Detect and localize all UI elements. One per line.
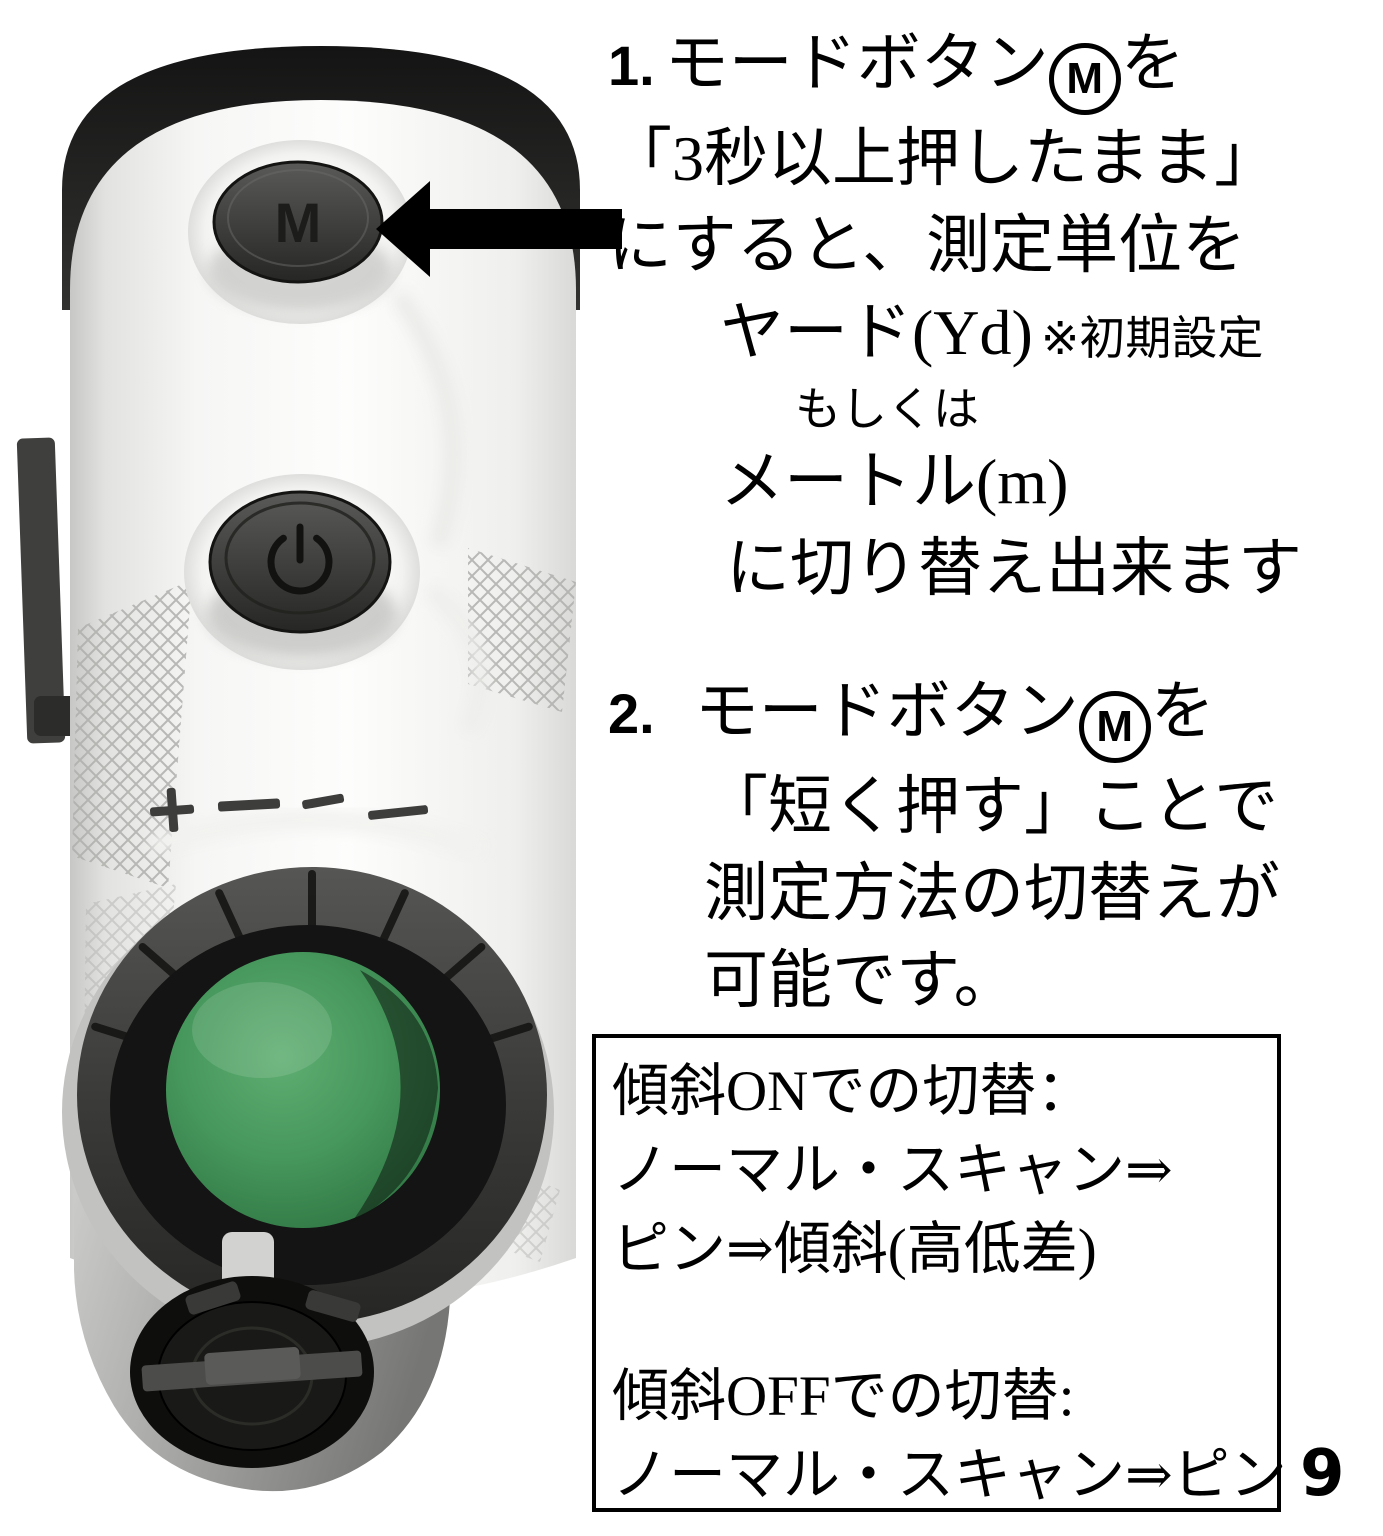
step-1-line-2: 「3秒以上押したまま」 <box>608 123 1279 194</box>
mode-button: M <box>188 140 412 324</box>
step-2-line-4: 可能です。 <box>704 945 1018 1016</box>
body-creases <box>147 290 488 859</box>
slope-off-title: 傾斜OFFでの切替: <box>612 1365 1075 1428</box>
default-setting-note: ※初期設定 <box>1040 313 1264 364</box>
laser-aperture <box>130 1276 374 1468</box>
step-2-text: を <box>1150 676 1215 747</box>
step-1-text: を <box>1120 28 1185 99</box>
brand-marks <box>149 787 429 833</box>
slope-on-title: 傾斜ONでの切替： <box>612 1060 1094 1123</box>
objective-lens <box>62 867 554 1348</box>
step-1-text: モードボタン <box>664 28 1049 99</box>
step-1-line-3: にすると、測定単位を <box>608 210 1247 281</box>
page-number: 9 <box>1300 1437 1345 1511</box>
unit-yard: ヤード(Yd) <box>720 297 1033 368</box>
power-icon <box>267 523 333 595</box>
mode-button-symbol: M <box>1048 43 1121 115</box>
slope-on-sequence-2: ピン⇒傾斜(高低差) <box>612 1218 1097 1281</box>
step-2-number: 2. <box>608 682 655 745</box>
laser-mount <box>222 1232 274 1290</box>
lens-glass <box>166 952 440 1228</box>
mode-button-label: M <box>275 191 322 254</box>
lens-glass-shadow <box>352 970 438 1222</box>
box-spacer <box>612 1289 1277 1357</box>
step-1-line-4: ヤード(Yd)※初期設定 <box>720 289 1302 382</box>
step-2-text: モードボタン <box>694 676 1079 747</box>
unit-meter: メートル(m) <box>720 446 1069 517</box>
slope-on-sequence-1: ノーマル・スキャン⇒ <box>612 1139 1173 1202</box>
step-1-line-6: に切り替え出来ます <box>726 533 1302 604</box>
mode-switch-info-box: 傾斜ONでの切替： ノーマル・スキャン⇒ ピン⇒傾斜(高低差) 傾斜OFFでの切… <box>592 1034 1287 1512</box>
power-button <box>184 474 420 670</box>
arrow-head-icon <box>376 181 430 277</box>
step-1-number: 1. <box>608 34 655 97</box>
slope-off-sequence: ノーマル・スキャン⇒ピン <box>612 1444 1287 1507</box>
step-2-line-3: 測定方法の切替えが <box>704 858 1280 929</box>
or-text: もしくは <box>795 384 979 435</box>
mode-button-symbol: M <box>1078 691 1151 763</box>
rangefinder-device: M <box>16 46 580 1492</box>
lens-glass-highlight <box>192 982 332 1078</box>
arrow-shaft <box>428 209 622 249</box>
step-2-line-2: 「短く押す」ことで <box>704 771 1279 842</box>
